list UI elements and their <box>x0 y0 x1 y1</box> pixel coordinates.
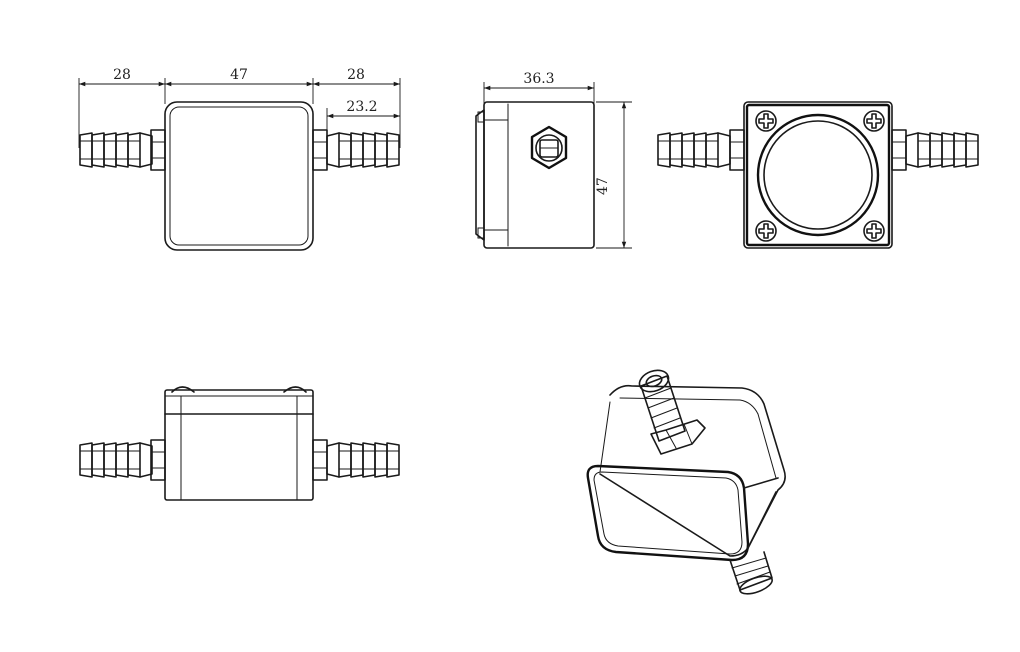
dim-front-barb: 23.2 <box>346 99 377 115</box>
front-view: 28 47 28 23.2 <box>78 67 401 251</box>
back-view-left-nut <box>729 129 745 171</box>
side-view-dimensions: 36.3 47 <box>483 71 632 249</box>
side-view: 36.3 47 <box>475 71 632 249</box>
dim-front-right: 28 <box>347 67 365 83</box>
isometric-view <box>586 369 786 595</box>
dim-side-height: 47 <box>595 177 611 195</box>
iso-body <box>586 384 786 562</box>
dim-front-left: 28 <box>113 67 131 83</box>
back-view <box>657 101 979 249</box>
front-view-face <box>169 106 309 246</box>
dim-front-width: 47 <box>230 67 248 83</box>
front-view-body <box>164 101 314 251</box>
top-view-right-nut <box>312 439 328 481</box>
side-view-body <box>483 101 595 249</box>
back-view-body <box>743 101 893 249</box>
front-view-dimensions: 28 47 28 23.2 <box>78 67 401 148</box>
back-view-left-barb <box>657 132 731 168</box>
top-view-right-barb <box>326 442 400 478</box>
top-view-left-nut <box>150 439 166 481</box>
dim-side-depth: 36.3 <box>523 71 554 87</box>
front-view-left-nut <box>150 129 166 171</box>
screw-icon <box>863 220 885 242</box>
top-view-left-barb <box>79 442 153 478</box>
top-view <box>79 386 400 501</box>
screw-icon <box>863 110 885 132</box>
iso-upper-barb <box>638 369 706 455</box>
screw-icon <box>755 110 777 132</box>
back-view-right-barb <box>905 132 979 168</box>
side-view-hex-fitting <box>530 125 568 170</box>
front-view-right-barb <box>326 132 400 168</box>
back-view-right-nut <box>891 129 907 171</box>
iso-lower-barb <box>729 551 773 595</box>
front-view-right-nut <box>312 129 328 171</box>
front-view-left-barb <box>79 132 153 168</box>
top-view-body <box>164 389 314 501</box>
back-view-impeller-housing <box>756 113 880 237</box>
screw-icon <box>755 220 777 242</box>
